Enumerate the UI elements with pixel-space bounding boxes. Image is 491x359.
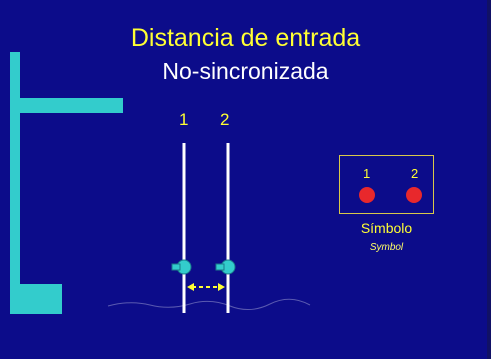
legend-dot-1	[359, 187, 375, 203]
water-line	[107, 298, 311, 310]
dock-upper-arm	[20, 98, 123, 113]
legend-caption: Símbolo	[360, 220, 413, 236]
dock-vertical-wall	[10, 52, 20, 286]
arrow-head-left	[187, 283, 194, 291]
legend-dot-2	[406, 187, 422, 203]
legend-box	[339, 155, 434, 214]
sensor-2	[215, 259, 236, 275]
arrow-head-right	[218, 283, 225, 291]
legend-number-2: 2	[411, 166, 419, 181]
slide-title: Distancia de entrada	[130, 24, 361, 52]
legend-number-1: 1	[363, 166, 371, 181]
legend-caption-english: Symbol	[369, 242, 404, 253]
slide-subtitle: No-sincronizada	[162, 58, 329, 84]
pole-label-1: 1	[179, 110, 189, 129]
dock-base	[10, 284, 62, 314]
sensor-1	[171, 259, 192, 275]
slide-right-border	[487, 0, 491, 359]
pole-label-2: 2	[220, 110, 230, 129]
